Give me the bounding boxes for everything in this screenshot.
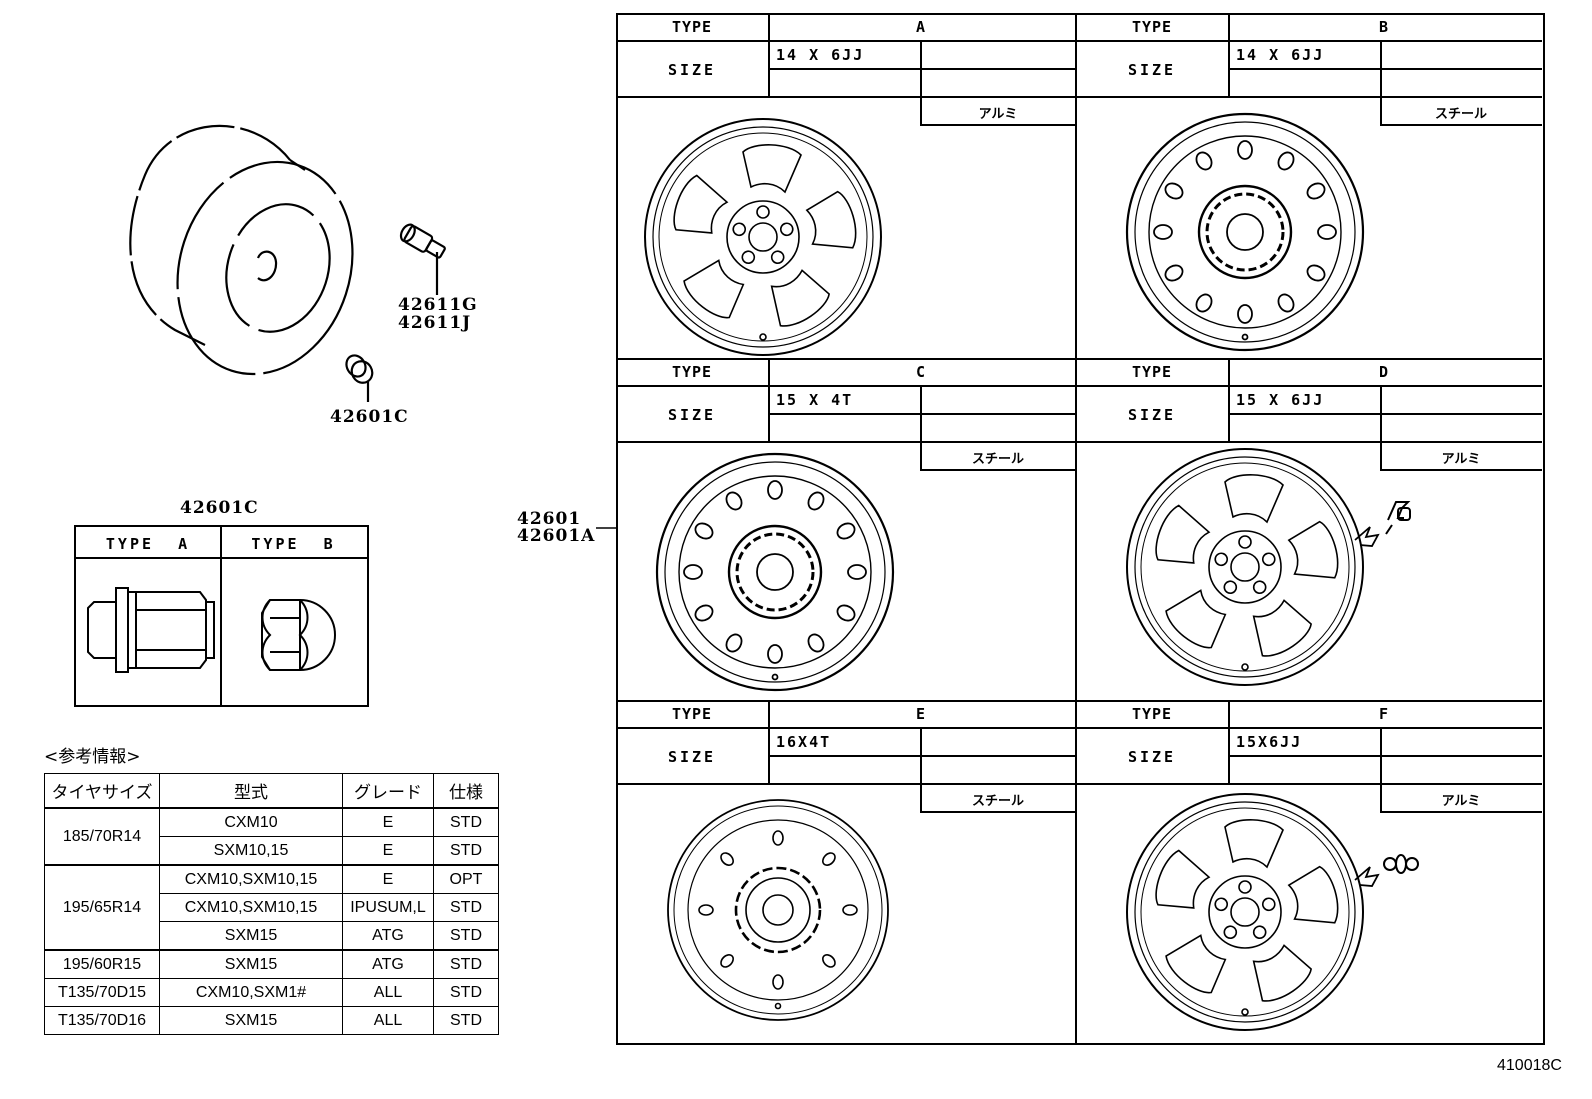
- lug-nut-type-a-icon: [87, 587, 215, 673]
- size-value: 14 X 6JJ: [1236, 46, 1325, 64]
- type-label: TYPE: [1131, 363, 1173, 381]
- size-value: 15X6JJ: [1236, 733, 1303, 751]
- nut-type-b-label: TYPE B: [251, 535, 336, 553]
- reference-table: タイヤサイズ 型式 グレード 仕様 185/70R14 CXM10 E STD …: [44, 773, 499, 1035]
- size-label: SIZE: [1127, 748, 1177, 766]
- header-model: 型式: [159, 773, 343, 809]
- size-label: SIZE: [667, 61, 717, 79]
- lug-nut-type-b-icon: [261, 599, 336, 671]
- size-value: 16X4T: [776, 733, 832, 751]
- figure-code: 410018C: [1497, 1057, 1562, 1074]
- table-row: SXM15 ATG STD: [45, 921, 499, 951]
- nut-marker-icon: [1383, 854, 1419, 874]
- table-row: 195/65R14 CXM10,SXM10,15 E OPT: [44, 864, 499, 951]
- wheel-type-f-drawing: [1126, 793, 1364, 1031]
- type-label: TYPE: [671, 705, 713, 723]
- type-value: A: [915, 18, 929, 36]
- type-value: F: [1378, 705, 1392, 723]
- type-label: TYPE: [1131, 705, 1173, 723]
- size-label: SIZE: [667, 748, 717, 766]
- size-label: SIZE: [1127, 406, 1177, 424]
- wheel-type-c-drawing: [655, 452, 895, 692]
- wheel-panel: TYPE A SIZE 14 X 6JJ アルミ: [616, 13, 1076, 358]
- part-number-valve-j: 42611J: [398, 313, 472, 333]
- material-value: アルミ: [978, 107, 1018, 122]
- wheel-type-a-drawing: [644, 118, 882, 356]
- wheel-type-d-drawing: [1126, 448, 1364, 686]
- type-label: TYPE: [1131, 18, 1173, 36]
- wheel-panel: TYPE F SIZE 15X6JJ アルミ: [1076, 700, 1542, 1043]
- table-row: T135/70D16 SXM15 ALL STD: [44, 1006, 499, 1035]
- table-row: CXM10,SXM10,15 IPUSUM,L STD: [45, 893, 499, 922]
- material-value: アルミ: [1441, 794, 1481, 809]
- type-label: TYPE: [671, 18, 713, 36]
- type-value: C: [915, 363, 929, 381]
- part-number-valve-g: 42611G: [398, 295, 478, 315]
- reference-title: <参考情報>: [44, 747, 141, 767]
- wheel-type-b-drawing: [1125, 112, 1365, 352]
- wheel-panel: TYPE D SIZE 15 X 6JJ アルミ: [1076, 358, 1542, 700]
- size-value: 14 X 6JJ: [776, 46, 865, 64]
- nut-type-a-label: TYPE A: [105, 535, 191, 553]
- material-value: スチール: [1434, 107, 1487, 122]
- type-label: TYPE: [671, 363, 713, 381]
- wheel-panel: TYPE C SIZE 15 X 4T スチール: [616, 358, 1076, 700]
- part-number-nut: 42601C: [330, 407, 409, 427]
- part-number-wheel-a: 42601A: [517, 526, 596, 546]
- wheel-panel: TYPE B SIZE 14 X 6JJ スチール: [1076, 13, 1542, 358]
- material-value: アルミ: [1441, 452, 1481, 467]
- type-value: D: [1378, 363, 1392, 381]
- tire-assembly-drawing: [129, 124, 616, 529]
- size-label: SIZE: [1127, 61, 1177, 79]
- wheel-panel: TYPE E SIZE 16X4T スチール: [616, 700, 1076, 1043]
- material-value: スチール: [971, 794, 1024, 809]
- key-icon: [1385, 501, 1411, 535]
- wheel-type-e-drawing: [666, 798, 890, 1022]
- header-grade: グレード: [342, 773, 434, 809]
- table-row: SXM10,15 E STD: [45, 836, 499, 866]
- size-label: SIZE: [667, 406, 717, 424]
- part-number-wheel: 42601: [517, 509, 582, 529]
- type-value: E: [915, 705, 929, 723]
- material-value: スチール: [971, 452, 1024, 467]
- type-value: B: [1378, 18, 1392, 36]
- table-row: 195/60R15 SXM15 ATG STD: [44, 949, 499, 979]
- size-value: 15 X 4T: [776, 391, 854, 409]
- size-value: 15 X 6JJ: [1236, 391, 1325, 409]
- nut-box-title: 42601C: [180, 498, 259, 518]
